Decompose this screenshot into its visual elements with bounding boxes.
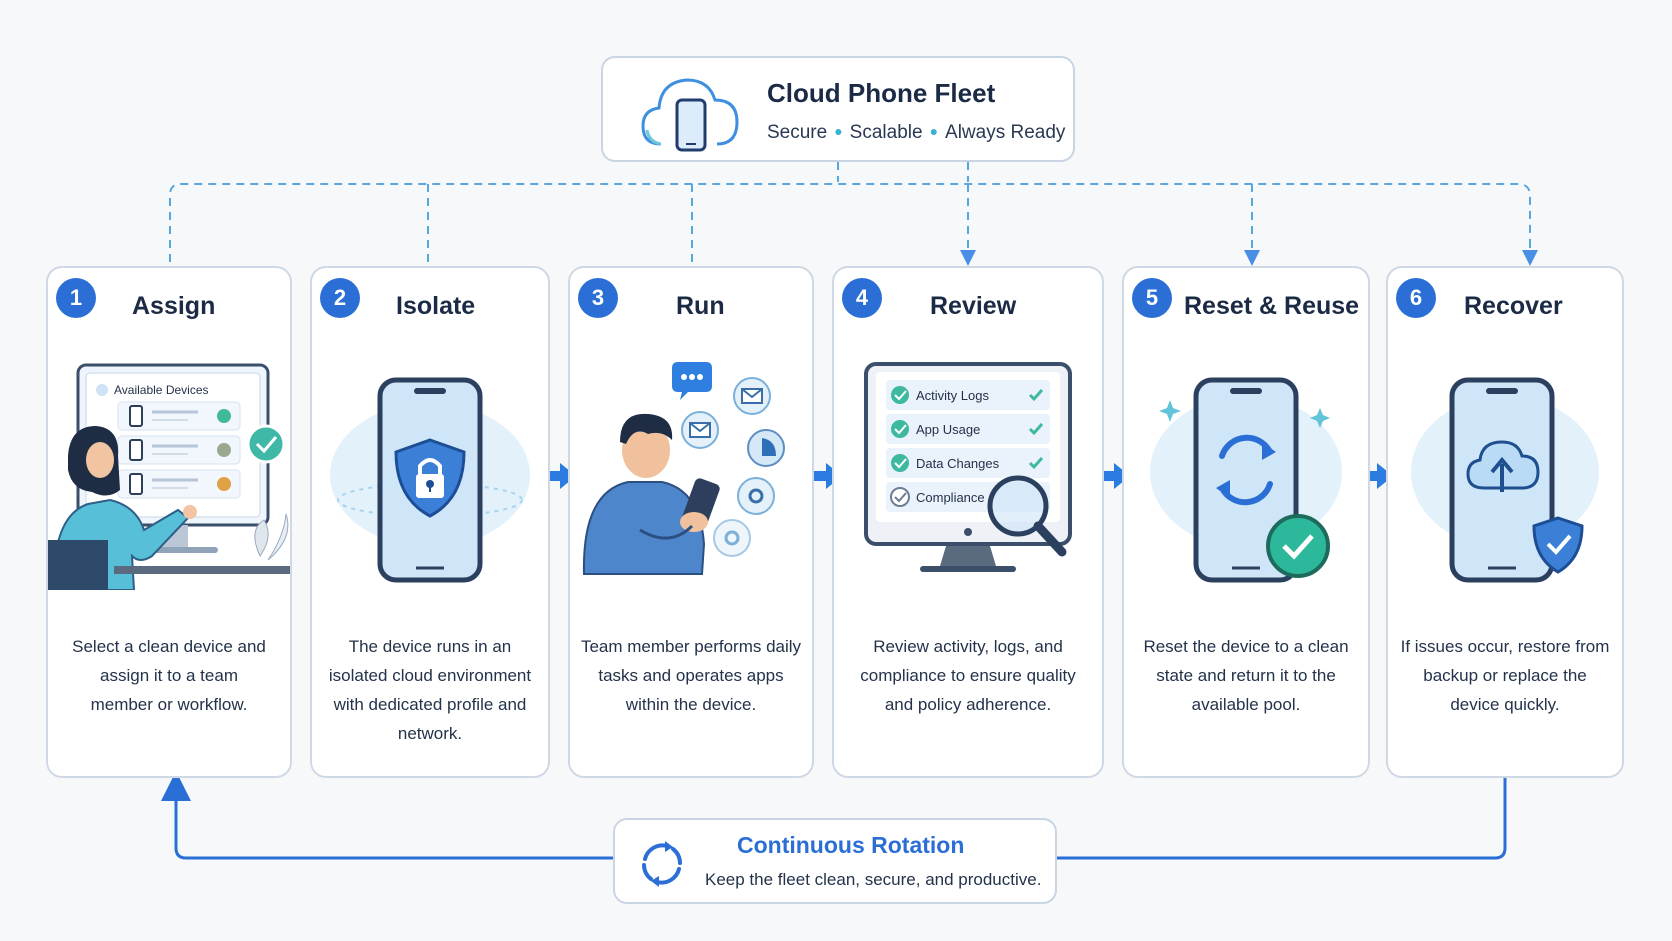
- step-title: Isolate: [396, 292, 476, 320]
- app-bubbles: [672, 362, 785, 557]
- step-title: Recover: [1464, 292, 1563, 320]
- step-description: The device runs in an isolated cloud env…: [328, 637, 532, 743]
- step-number-badge: 5: [1132, 278, 1172, 318]
- dot-separator: ●: [834, 123, 843, 139]
- person-selecting-device-illustration: Available Devices: [48, 363, 290, 590]
- header-tagline: Secure ● Scalable ● Always Ready: [767, 122, 1065, 144]
- person-using-phone-illustration: [582, 362, 785, 575]
- tag-secure: Secure: [767, 122, 828, 143]
- step-number-badge: 6: [1396, 278, 1436, 318]
- step-card-assign: 1 Assign Available Devices: [46, 266, 292, 778]
- step-card-isolate: 2 Isolate The device runs in an isolated…: [310, 266, 550, 778]
- header-title: Cloud Phone Fleet: [767, 78, 996, 108]
- continuous-rotation-card: Continuous Rotation Keep the fleet clean…: [613, 818, 1057, 904]
- step-title: Run: [676, 292, 725, 320]
- step-description: Reset the device to a clean state and re…: [1143, 637, 1349, 714]
- phone-shield-lock-illustration: [330, 377, 530, 583]
- phone-cloud-upload-shield-illustration: [1411, 377, 1599, 583]
- monitor-checklist-magnifier-illustration: Activity Logs App Usage Data Changes Com…: [864, 362, 1072, 572]
- step-description: Review activity, logs, and compliance to…: [860, 637, 1076, 714]
- checklist-item: App Usage: [916, 422, 980, 437]
- cloud-phone-icon: [641, 78, 739, 152]
- step-card-recover: 6 Recover If issues occur, restore from …: [1386, 266, 1624, 778]
- checklist-item: Data Changes: [916, 456, 1000, 471]
- checklist-item: Compliance: [916, 490, 985, 505]
- step-number-badge: 2: [320, 278, 360, 318]
- magnifier-icon: [987, 475, 1067, 557]
- footer-subtitle: Keep the fleet clean, secure, and produc…: [705, 870, 1042, 889]
- tag-always-ready: Always Ready: [945, 122, 1066, 143]
- phone-refresh-check-illustration: [1150, 377, 1342, 583]
- step-card-reset-reuse: 5 Reset & Reuse Reset the device to a cl…: [1122, 266, 1370, 778]
- dot-separator: ●: [929, 123, 939, 139]
- step-card-run: 3 Run Team member performs daily tasks a…: [568, 266, 814, 778]
- available-devices-label: Available Devices: [114, 383, 209, 397]
- step-number-badge: 1: [56, 278, 96, 318]
- step-description: Select a clean device and assign it to a…: [72, 637, 266, 714]
- step-number-badge: 3: [578, 278, 618, 318]
- step-description: Team member performs daily tasks and ope…: [580, 637, 802, 714]
- arrow-right-icon: [1357, 463, 1393, 489]
- step-title: Review: [930, 292, 1017, 320]
- device-list-rows: [117, 401, 241, 499]
- person-figure: [48, 426, 290, 590]
- step-card-review: 4 Review Activity Logs App Usage Data Ch…: [832, 266, 1104, 778]
- step-description: If issues occur, restore from backup or …: [1400, 637, 1610, 714]
- tag-scalable: Scalable: [849, 122, 923, 143]
- checklist-item: Activity Logs: [916, 388, 989, 403]
- arrow-right-icon: [1094, 463, 1130, 489]
- step-title: Assign: [132, 292, 216, 320]
- footer-title: Continuous Rotation: [737, 832, 965, 858]
- step-number-badge: 4: [842, 278, 882, 318]
- arrow-right-icon: [540, 463, 576, 489]
- header-card: Cloud Phone Fleet Secure ● Scalable ● Always…: [601, 56, 1075, 162]
- rotation-cycle-icon: [642, 841, 682, 887]
- review-checklist: Activity Logs App Usage Data Changes Com…: [886, 380, 1050, 512]
- step-title: Reset & Reuse: [1184, 292, 1360, 320]
